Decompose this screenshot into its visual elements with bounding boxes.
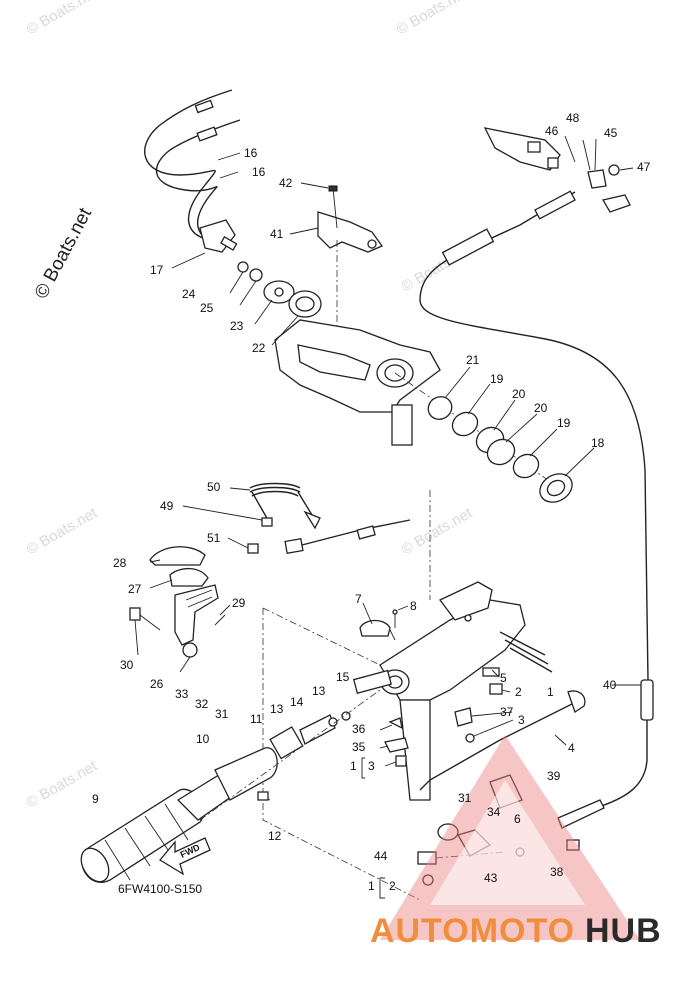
callout-11: 11	[250, 712, 263, 726]
callout-15: 15	[336, 670, 350, 684]
callout-3: 3	[518, 713, 525, 727]
callout-39: 39	[547, 769, 561, 783]
callout-13: 13	[312, 684, 326, 698]
callout-16: 16	[252, 165, 266, 179]
grip-assembly	[80, 689, 381, 883]
callout-24: 24	[182, 287, 196, 301]
callout-labels: 16 16 17 24 25 23 22 41 42 21 19 20 20 1…	[92, 111, 651, 899]
callout-1: 1	[547, 685, 554, 699]
washer-stack	[237, 261, 322, 318]
callout-2: 2	[389, 879, 396, 893]
callout-43: 43	[484, 871, 498, 885]
callout-7: 7	[355, 592, 362, 606]
callout-35: 35	[352, 740, 366, 754]
shift-cable-40	[419, 190, 654, 829]
callout-50: 50	[207, 480, 221, 494]
callout-2: 2	[515, 685, 522, 699]
brand-logo: AUTOMOTO HUB	[370, 735, 662, 950]
callout-26: 26	[150, 677, 164, 691]
callout-47: 47	[637, 160, 651, 174]
callout-37: 37	[500, 705, 514, 719]
callout-8: 8	[410, 599, 417, 613]
watermark-text: © Boats.net	[24, 757, 101, 811]
callout-45: 45	[604, 126, 618, 140]
callout-3: 3	[368, 759, 375, 773]
watermark-text-dark: © Boats.net	[31, 204, 97, 302]
steering-washers	[427, 396, 573, 503]
callout-20: 20	[534, 401, 548, 415]
callout-34: 34	[487, 805, 501, 819]
watermark-text: © Boats.net	[399, 504, 476, 558]
callout-1: 1	[350, 759, 357, 773]
callout-21: 21	[466, 353, 480, 367]
callout-41: 41	[270, 227, 284, 241]
callout-29: 29	[232, 596, 246, 610]
diagram-code: 6FW4100-S150	[118, 882, 202, 896]
watermark-text: © Boats.net	[394, 0, 471, 38]
callout-5: 5	[500, 671, 507, 685]
callout-30: 30	[120, 658, 134, 672]
friction-knob	[359, 609, 398, 641]
callout-23: 23	[230, 319, 244, 333]
callout-31: 31	[458, 791, 472, 805]
callout-14: 14	[290, 695, 304, 709]
callout-13: 13	[270, 702, 284, 716]
brand-text-auto: AUTOMOTO	[370, 912, 575, 950]
brand-text-hub: HUB	[585, 912, 662, 950]
tiller-handle-body	[262, 490, 553, 901]
callout-18: 18	[591, 436, 605, 450]
callout-1: 1	[368, 879, 375, 893]
callout-19: 19	[490, 372, 504, 386]
callout-32: 32	[195, 697, 209, 711]
stop-switch-assembly	[247, 482, 411, 555]
callout-51: 51	[207, 531, 221, 545]
callout-22: 22	[252, 341, 266, 355]
callout-9: 9	[92, 792, 99, 806]
callout-27: 27	[128, 582, 142, 596]
callout-12: 12	[268, 829, 282, 843]
callout-42: 42	[279, 176, 293, 190]
throttle-grip-cover	[129, 546, 226, 658]
callout-10: 10	[196, 732, 210, 746]
callout-6: 6	[514, 812, 521, 826]
callout-40: 40	[603, 678, 617, 692]
callout-4: 4	[568, 741, 575, 755]
carburetor-linkage	[483, 127, 631, 213]
callout-44: 44	[374, 849, 388, 863]
callout-36: 36	[352, 722, 366, 736]
callout-38: 38	[550, 865, 564, 879]
callout-33: 33	[175, 687, 189, 701]
callout-48: 48	[566, 111, 580, 125]
watermark-text: © Boats.net	[24, 504, 101, 558]
leader-lines	[134, 135, 641, 767]
callout-16: 16	[244, 146, 258, 160]
callout-28: 28	[113, 556, 127, 570]
steering-bracket-casting	[274, 319, 556, 486]
callout-19: 19	[557, 416, 571, 430]
watermark-text: © Boats.net	[24, 0, 101, 38]
callout-25: 25	[200, 301, 214, 315]
small-hardware	[384, 667, 503, 767]
callout-17: 17	[150, 263, 164, 277]
cable-bracket-41	[317, 185, 383, 380]
callout-31: 31	[215, 707, 229, 721]
callout-46: 46	[545, 124, 559, 138]
callout-20: 20	[512, 387, 526, 401]
throttle-cable-assembly	[144, 89, 241, 253]
callout-49: 49	[160, 499, 174, 513]
